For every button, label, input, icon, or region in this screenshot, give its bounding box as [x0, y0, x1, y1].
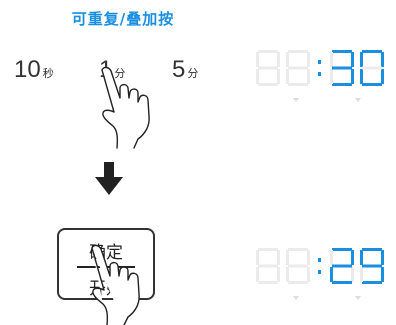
digit-segment [351, 52, 354, 67]
indicator-triangle [355, 296, 361, 300]
digit-segment [332, 66, 352, 70]
digit-segment [307, 52, 310, 67]
timer-display-before [256, 50, 384, 102]
digit-segment [288, 50, 308, 53]
digit-segment [258, 281, 278, 284]
digit-segment [286, 267, 289, 282]
colon-dot [318, 258, 321, 262]
digit-segment [381, 250, 384, 265]
pointing-hand-icon [91, 244, 140, 325]
digit-segment [362, 264, 382, 268]
digit-segment [360, 250, 363, 265]
colon-dot [318, 60, 321, 64]
digit-segment [332, 50, 352, 53]
digit-segment [277, 250, 280, 265]
digit-segment [307, 250, 310, 265]
digit-segment [258, 248, 278, 251]
indicator-triangle [355, 98, 361, 102]
digit-segment [330, 267, 333, 282]
digit-segment [288, 264, 308, 268]
digit-segment [362, 50, 382, 53]
digit-segment [332, 281, 352, 284]
digit-segment [256, 267, 259, 282]
pointing-hand-icon [101, 66, 150, 149]
digit-segment [330, 250, 333, 265]
indicator-triangle [293, 296, 299, 300]
digit-segment [360, 267, 363, 282]
digit-segment [277, 52, 280, 67]
digit-segment [258, 83, 278, 86]
digit-segment [351, 267, 354, 282]
digit-segment [307, 267, 310, 282]
digit-segment [381, 69, 384, 84]
digit-segment [256, 52, 259, 67]
digit-segment [360, 69, 363, 84]
digit-segment [351, 250, 354, 265]
digit-segment [256, 69, 259, 84]
option-value: 5 [172, 56, 186, 83]
digit-segment [258, 66, 278, 70]
option-unit: 秒 [42, 67, 54, 80]
digit-segment [381, 267, 384, 282]
down-arrow-icon [95, 162, 123, 195]
digit-segment [258, 264, 278, 268]
digit-segment [277, 69, 280, 84]
digit-segment [256, 250, 259, 265]
digit-segment [330, 69, 333, 84]
digit-segment [288, 66, 308, 70]
digit-segment [288, 248, 308, 251]
option-unit: 分 [114, 67, 126, 80]
digit-segment [288, 281, 308, 284]
digit-segment [381, 52, 384, 67]
digit-segment [362, 83, 382, 86]
digit-segment [286, 52, 289, 67]
option-value: 10 [14, 56, 41, 83]
digit-segment [362, 281, 382, 284]
digit-segment [258, 50, 278, 53]
digit-segment [332, 83, 352, 86]
digit-segment [332, 264, 352, 268]
digit-segment [362, 66, 382, 70]
digit-segment [330, 52, 333, 67]
colon-dot [318, 72, 321, 76]
digit-segment [277, 267, 280, 282]
digit-segment [307, 69, 310, 84]
indicator-triangle [293, 98, 299, 102]
digit-segment [360, 52, 363, 67]
colon-dot [318, 270, 321, 274]
digit-segment [286, 250, 289, 265]
digit-segment [362, 248, 382, 251]
option-unit: 分 [187, 67, 199, 80]
digit-segment [288, 83, 308, 86]
digit-segment [286, 69, 289, 84]
instruction-title: 可重复/叠加按 [71, 10, 175, 28]
digit-segment [332, 248, 352, 251]
timer-display-after [256, 248, 384, 300]
digit-segment [351, 69, 354, 84]
